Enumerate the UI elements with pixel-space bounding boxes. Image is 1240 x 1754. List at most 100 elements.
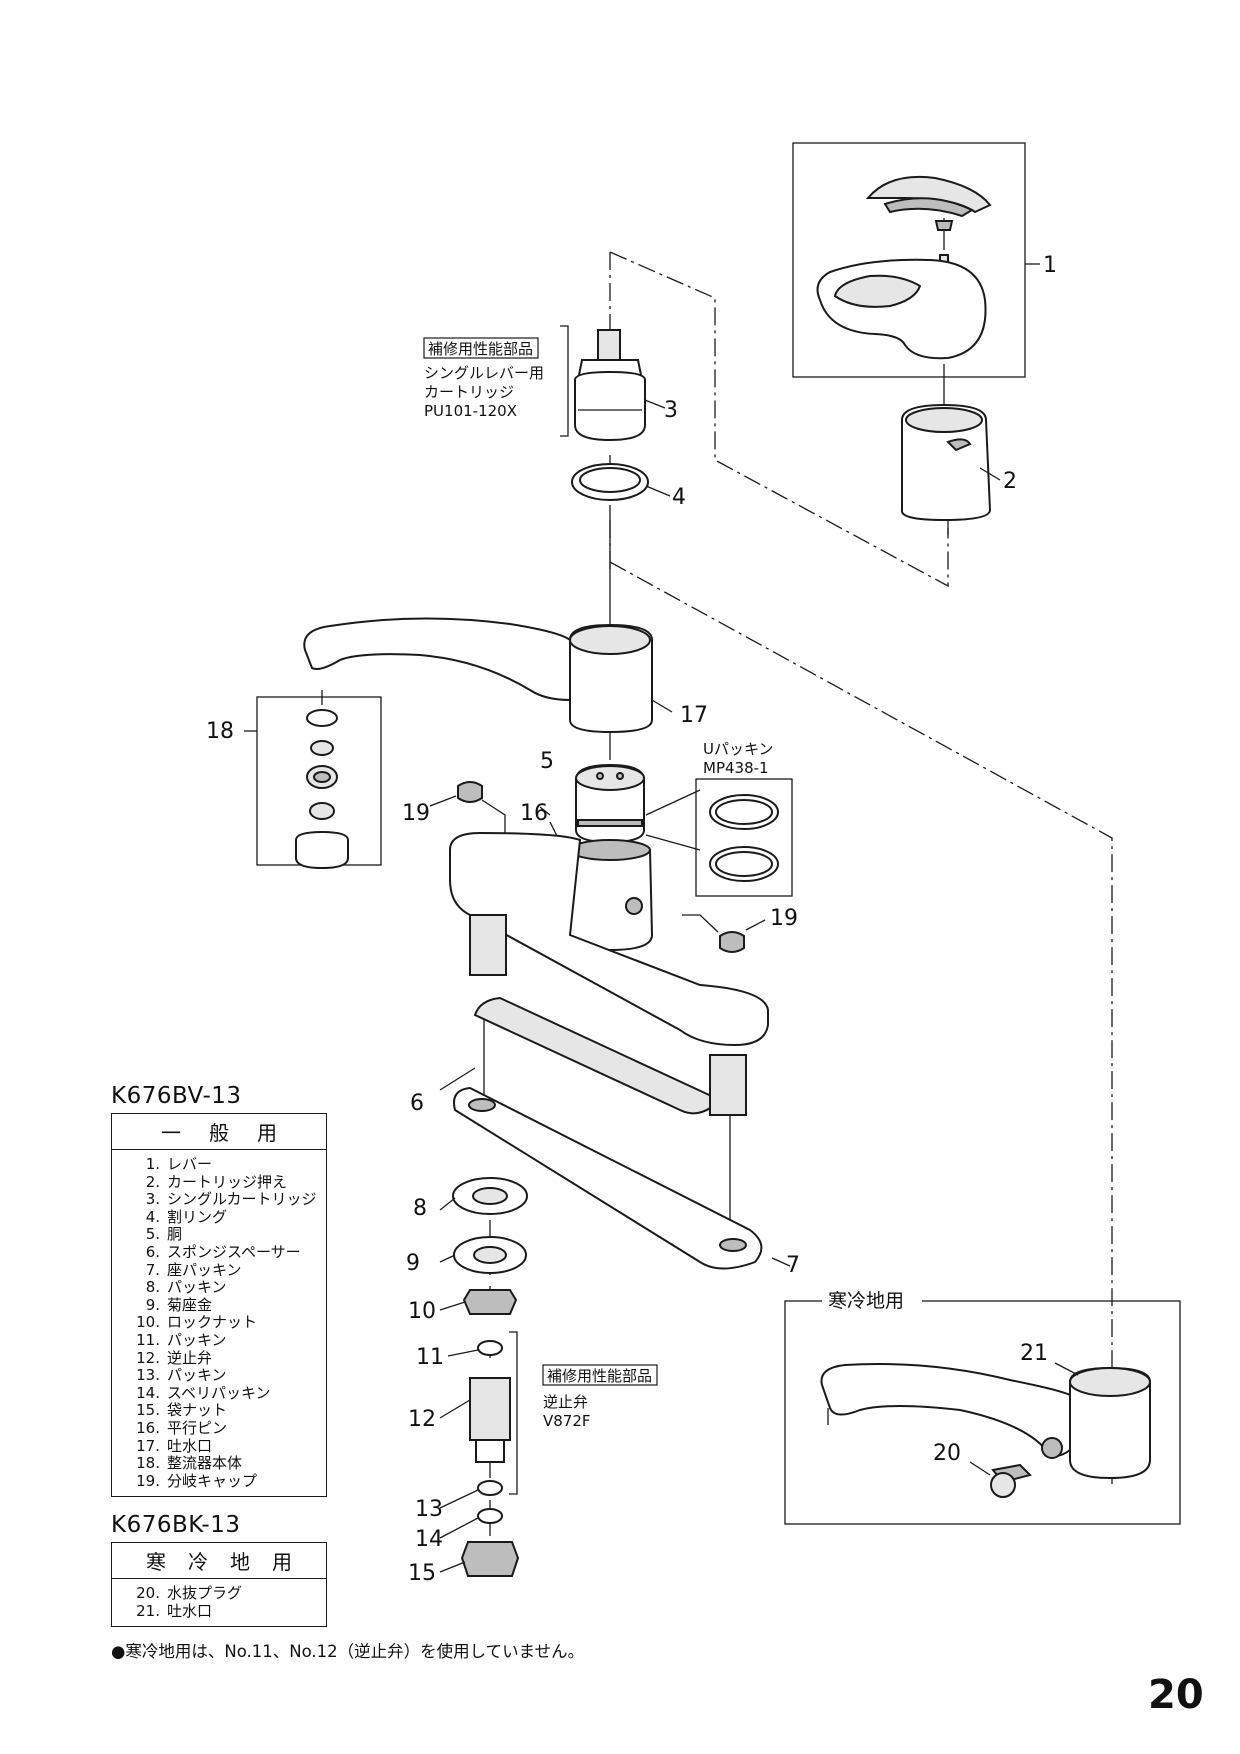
part-number: 15. (136, 1401, 160, 1420)
part-list-item: 17.吐水口 (130, 1436, 326, 1456)
cold-parts-table: 寒冷地用 20. 水抜プラグ 21. 吐水口 (111, 1542, 327, 1628)
spout (303, 617, 673, 734)
lever-assembly (792, 142, 1040, 378)
cold-model-name: K676BK-13 (111, 1512, 241, 1538)
part-name: 座パッキン (167, 1260, 242, 1279)
part-number: 5. (145, 1225, 160, 1244)
callout-1: 1 (1043, 253, 1057, 278)
part-name: 水抜プラグ (167, 1584, 243, 1602)
callout-15: 15 (408, 1561, 436, 1586)
part-list-item: 19. 分岐キャップ (130, 1471, 326, 1491)
callout-12: 12 (408, 1407, 436, 1432)
part-number: 7. (145, 1260, 160, 1279)
part-name: 逆止弁 (167, 1348, 213, 1367)
u-packing-assembly (695, 778, 793, 897)
lever-box (792, 142, 1026, 378)
part-number: 11. (136, 1330, 160, 1349)
callout-20: 20 (933, 1441, 961, 1466)
body-parts (429, 763, 766, 953)
part-number: 1. (145, 1155, 160, 1173)
part-list-item: 6. スポンジスペーサー (130, 1242, 326, 1262)
part-name: 胴 (167, 1225, 183, 1244)
part-name: スポンジスペーサー (167, 1242, 301, 1261)
part-list-item: 7. 座パッキン (130, 1260, 326, 1280)
part-list-item: 13. パッキン (130, 1366, 326, 1385)
part-name: ロックナット (167, 1313, 258, 1332)
part-number: 21. (136, 1601, 160, 1620)
part-number: 3. (145, 1190, 160, 1209)
check-valve-note-model: V872F (543, 1412, 591, 1430)
part-number: 10. (136, 1313, 160, 1332)
part-list-item: 11. パッキン (130, 1330, 326, 1350)
callout-18: 18 (206, 719, 234, 744)
part-list-item: 21. 吐水口 (130, 1601, 326, 1621)
part-name: パッキン (167, 1330, 227, 1349)
part-list-item: 2. カートリッジ押え (130, 1172, 326, 1192)
page-number: 20 (1148, 1672, 1204, 1718)
part-number: 2. (145, 1172, 160, 1191)
cartridge-note: 補修用性能部品 シングルレバー用 カートリッジ PU101-120X (423, 337, 544, 420)
part-list-item: 8.パッキン (130, 1278, 326, 1297)
lower-stack (439, 1177, 528, 1577)
deck-base (439, 831, 791, 1270)
part-list-item: 18.整流器本体 (130, 1454, 326, 1473)
callout-3: 3 (664, 398, 678, 423)
callout-19-right: 19 (770, 906, 798, 931)
part-list-item: 5. 胴 (130, 1226, 326, 1244)
cartridge-cover (901, 364, 1001, 522)
part-name: 吐水口 (167, 1436, 213, 1455)
part-number: 20. (136, 1584, 160, 1602)
callout-2: 2 (1003, 469, 1017, 494)
part-name: 菊座金 (167, 1295, 213, 1314)
cold-parts-list: 20. 水抜プラグ 21. 吐水口 (112, 1579, 326, 1626)
callout-numbers: 1 2 3 4 17 18 5 16 19 19 6 7 8 9 10 11 1… (206, 253, 1057, 1586)
cold-region-assembly (784, 1290, 1181, 1525)
part-number: 13. (136, 1366, 160, 1385)
part-name: 平行ピン (167, 1418, 228, 1437)
callout-5: 5 (540, 749, 554, 774)
part-list-item: 12. 逆止弁 (130, 1348, 326, 1368)
part-number: 19. (136, 1471, 160, 1490)
callout-13: 13 (415, 1497, 443, 1522)
callout-16: 16 (520, 801, 548, 826)
part-list-item: 14.スベリパッキン (130, 1383, 326, 1403)
part-name: パッキン (167, 1366, 227, 1385)
part-number: 14. (136, 1383, 160, 1402)
part-list-item: 15.袋ナット (130, 1402, 326, 1420)
part-number: 16. (136, 1418, 160, 1437)
part-name: カートリッジ押え (167, 1172, 288, 1191)
part-list-item: 9. 菊座金 (130, 1295, 326, 1315)
part-number: 4. (145, 1207, 160, 1226)
callout-9: 9 (406, 1251, 420, 1276)
part-number: 12. (136, 1348, 160, 1367)
part-number: 6. (145, 1242, 160, 1261)
cartridge-note-line2: カートリッジ (424, 383, 514, 401)
part-number: 9. (145, 1295, 160, 1314)
callout-8: 8 (413, 1196, 427, 1221)
u-packing-note: Uパッキン MP438-1 (703, 740, 774, 777)
part-name: 整流器本体 (167, 1454, 243, 1473)
part-list-item: 20. 水抜プラグ (130, 1584, 326, 1603)
part-name: シングルカートリッジ (167, 1190, 317, 1209)
check-valve-note-line1: 逆止弁 (543, 1393, 588, 1411)
part-name: 分岐キャップ (167, 1471, 258, 1490)
u-packing-note-model: MP438-1 (703, 759, 769, 777)
footnote: ●寒冷地用は、No.11、No.12（逆止弁）を使用していません。 (111, 1642, 585, 1661)
check-valve-note: 補修用性能部品 逆止弁 V872F (542, 1364, 658, 1430)
callout-7: 7 (786, 1253, 800, 1278)
part-name: 吐水口 (167, 1601, 213, 1620)
callout-17: 17 (680, 703, 708, 728)
callout-21: 21 (1020, 1341, 1048, 1366)
callout-10: 10 (408, 1299, 436, 1324)
split-ring (571, 463, 671, 501)
callout-4: 4 (672, 485, 686, 510)
standard-model-name: K676BV-13 (111, 1083, 242, 1109)
standard-parts-header: 一般用 (112, 1114, 326, 1150)
cold-parts-header: 寒冷地用 (112, 1543, 326, 1579)
part-list-item: 1.レバー (130, 1155, 326, 1174)
callout-19-left: 19 (402, 801, 430, 826)
part-list-item: 4.割リング (130, 1207, 326, 1227)
